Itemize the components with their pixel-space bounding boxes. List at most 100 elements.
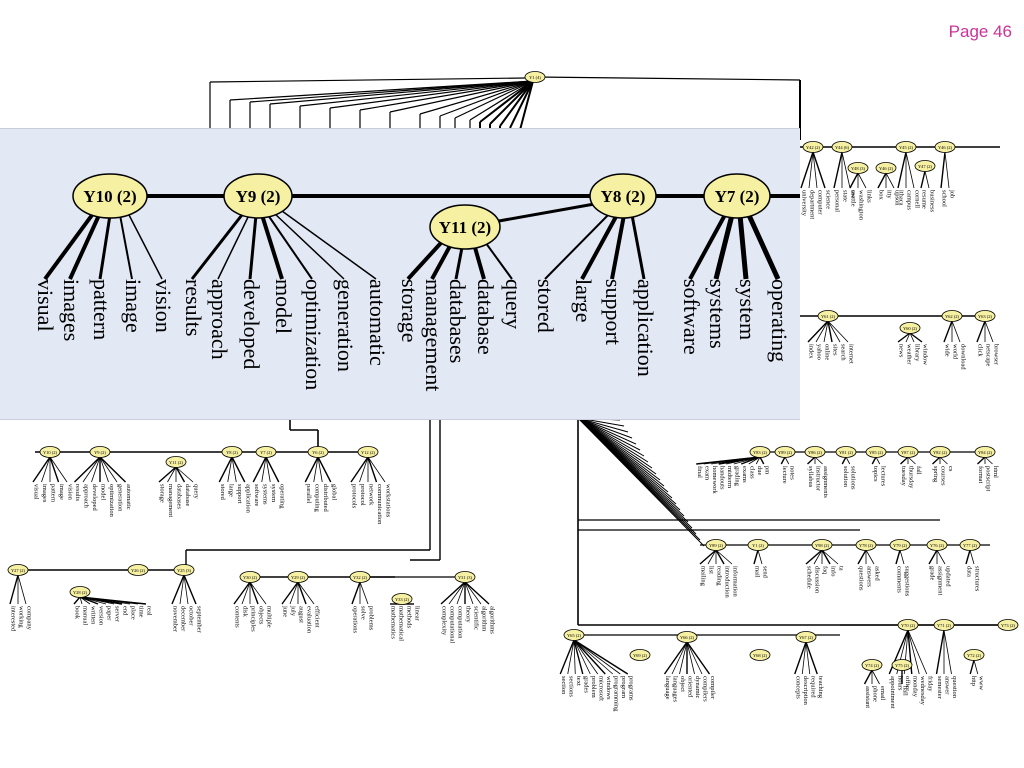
bg-leaf: due [756,466,763,476]
bg-leaf: manual [82,606,89,625]
svg-text:Y89 (2): Y89 (2) [709,543,724,548]
svg-text:Y89 (2): Y89 (2) [778,450,793,455]
bg-leaf: windows [605,676,612,700]
bg-leaf: yahoo [816,344,823,360]
zoom-leaf-management: management [421,279,446,391]
bg-leaf: required [809,676,816,698]
bg-leaf: storage [159,484,166,503]
svg-text:Y33 (2): Y33 (2) [395,597,410,602]
bg-leaf: assistant [864,686,871,708]
bg-leaf: description [802,676,809,706]
bg-group-d-node-4: Y85 (2) [865,446,887,458]
bg-leaf: faq [822,566,829,575]
bg-leaf: computing [313,484,320,513]
bg-leaf: languages [672,676,679,702]
bg-leaf: complexity [441,606,448,636]
zoom-leaf-large: large [571,279,596,323]
svg-text:Y1 (2): Y1 (2) [752,543,764,548]
svg-text:Y30 (2): Y30 (2) [243,575,258,580]
bg-group-c-node-4: Y45 (2) [895,141,917,153]
bg-leaf: database [184,484,191,506]
bg-group-b-node-6: Y32 (2) [349,571,371,583]
zoom-leaf-visual: visual [33,279,58,332]
bg-leaf: visual [33,484,40,500]
bg-leaf: september [196,606,203,634]
svg-text:Y11 (2): Y11 (2) [169,460,183,465]
bg-leaf: spring [932,466,939,483]
bg-leaf: language [664,676,671,700]
svg-text:Y45 (2): Y45 (2) [899,145,914,150]
bg-leaf: query [193,484,200,500]
bg-group-f-node-1: Y66 (2) [676,631,698,643]
bg-leaf: topics [872,466,879,482]
bg-leaf: model [100,484,107,500]
zoom-leaf-system: system [735,279,760,340]
bg-leaf: online [824,344,831,360]
bg-group-e-node-3: Y78 (2) [855,539,877,551]
zoom-leaf-query: query [501,279,526,329]
svg-text:Y9 (2): Y9 (2) [236,187,281,206]
bg-leaf: send [762,566,769,579]
bg-group-e-node-5: Y76 (2) [926,539,948,551]
bg-leaf: systems [261,484,268,505]
zoom-leaf-vision: vision [151,279,176,333]
svg-text:Y25 (3): Y25 (3) [177,568,192,573]
zoom-leaf-approach: approach [207,279,232,360]
bg-leaf: structures [974,566,981,592]
bg-leaf: solve [360,606,367,620]
bg-group-b-node-1: Y28 (2) [69,586,91,598]
svg-text:Y65 (2): Y65 (2) [567,633,582,638]
bg-leaf: assignment [937,566,944,595]
bg-leaf: object [679,676,686,692]
zoom-leaf-software: software [679,279,704,355]
bg-leaf: paper [106,606,113,621]
svg-text:Y73 (2): Y73 (2) [1001,623,1016,628]
bg-leaf: pm [763,466,770,474]
bg-leaf: handouts [718,466,725,490]
zoom-node-y8: Y8 (2) [589,173,657,219]
bg-group-d-node-1: Y89 (2) [774,446,796,458]
svg-text:Y12 (2): Y12 (2) [361,450,376,455]
bg-leaf: phone [872,686,879,702]
zoom-leaf-support: support [601,279,626,345]
bg-leaf: real [146,606,153,616]
bg-leaf: personal [834,190,841,212]
bg-leaf: links [866,190,873,203]
bg-leaf: cs [947,466,954,472]
bg-group-f-node-4: Y67 (2) [795,631,817,643]
bg-leaf: postscript [985,466,992,491]
bg-leaf: efficient [314,606,321,628]
bg-leaf: problems [368,606,375,631]
bg-group-c-node-0: Y42 (2) [802,141,824,153]
bg-group-e-node-0: Y89 (2) [705,539,727,551]
bg-leaf: computation [457,606,464,639]
bg-leaf: mathematics [390,606,397,639]
bg-leaf: optimization [108,484,115,518]
bg-group-f-node-5: Y70 (2) [897,619,919,631]
zoom-leaf-optimization: optimization [301,279,326,390]
bg-leaf: august [298,606,305,623]
zoom-leaf-databases: databases [445,279,470,363]
svg-text:Y11 (2): Y11 (2) [439,218,491,237]
bg-leaf: theory [465,606,472,623]
bg-group-f-leaves-7: hall [901,670,909,696]
bg-group-b-node-7: Y33 (2) [391,593,413,605]
bg-leaf: program [620,676,627,698]
bg-leaf: mail [754,566,761,578]
bg-leaf: distributed [322,484,329,513]
bg-leaf: lectures [879,466,886,487]
bg-leaf: workstations [385,484,392,518]
